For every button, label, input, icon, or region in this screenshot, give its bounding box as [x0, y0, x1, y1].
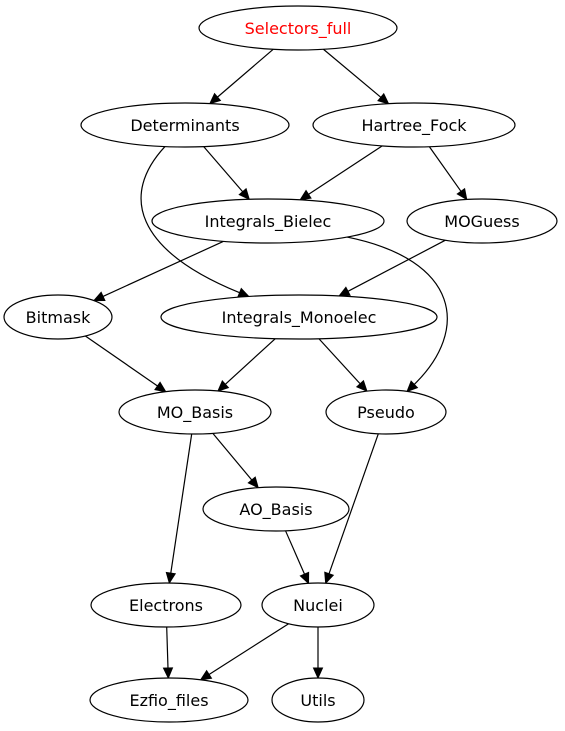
- node-moguess: MOGuess: [406, 198, 558, 244]
- edge-ao-basis-to-nuclei: [284, 530, 310, 585]
- node-shape: [90, 582, 242, 628]
- edge-nuclei-to-ezfio-files: [199, 623, 289, 681]
- node-utils: Utils: [271, 677, 365, 723]
- arrowhead: [208, 92, 222, 105]
- node-shape: [3, 294, 113, 340]
- node-determinants: Determinants: [80, 102, 290, 148]
- edge-hartree-fock-to-moguess: [428, 146, 468, 201]
- arrowhead: [324, 571, 335, 585]
- node-label: Integrals_Bielec: [205, 212, 332, 232]
- arrowhead: [237, 287, 250, 298]
- arrowhead: [217, 380, 230, 392]
- edge-electrons-to-ezfio-files: [162, 626, 174, 680]
- arrowhead: [247, 476, 259, 489]
- edge-selectors-full-to-determinants: [208, 48, 274, 105]
- node-pseudo: Pseudo: [325, 389, 447, 435]
- arrowhead: [312, 667, 324, 680]
- node-shape: [80, 102, 290, 148]
- arrowhead: [199, 669, 213, 681]
- node-label: Determinants: [130, 116, 239, 135]
- arrowhead: [238, 187, 251, 201]
- node-ezfio-files: Ezfio_files: [89, 677, 249, 723]
- edge-mo-basis-to-electrons: [165, 433, 193, 585]
- node-label: MO_Basis: [157, 403, 233, 423]
- node-shape: [198, 5, 398, 51]
- node-label: Hartree_Fock: [361, 116, 467, 136]
- node-integrals-bielec: Integrals_Bielec: [151, 198, 385, 244]
- node-label: Nuclei: [293, 596, 343, 615]
- edge-integrals-monoelec-to-pseudo: [318, 338, 368, 393]
- edge-pseudo-to-nuclei: [324, 433, 379, 585]
- edge-integrals-bielec-to-pseudo: [347, 236, 448, 393]
- edge-determinants-to-integrals-bielec: [203, 146, 251, 201]
- node-shape: [312, 102, 516, 148]
- edge-hartree-fock-to-integrals-bielec: [299, 145, 383, 201]
- edge-moguess-to-integrals-monoelec: [338, 239, 446, 297]
- node-ao-basis: AO_Basis: [202, 486, 350, 532]
- node-shape: [271, 677, 365, 723]
- edge-determinants-to-integrals-monoelec: [140, 146, 250, 298]
- arrowhead: [165, 571, 177, 585]
- edge-nuclei-to-utils: [312, 627, 324, 680]
- node-electrons: Electrons: [90, 582, 242, 628]
- node-label: Pseudo: [357, 403, 415, 422]
- node-shape: [118, 389, 272, 435]
- arrowhead: [299, 189, 312, 201]
- node-label: Utils: [300, 691, 335, 710]
- arrowhead: [338, 286, 351, 297]
- arrowhead: [154, 381, 167, 393]
- node-selectors-full: Selectors_full: [198, 5, 398, 51]
- node-mo-basis: MO_Basis: [118, 389, 272, 435]
- node-bitmask: Bitmask: [3, 294, 113, 340]
- arrowhead: [162, 667, 174, 680]
- node-label: Bitmask: [26, 308, 91, 327]
- edge-selectors-full-to-hartree-fock: [323, 48, 390, 105]
- arrowhead: [456, 187, 468, 201]
- node-label: Integrals_Monoelec: [222, 308, 377, 328]
- node-shape: [89, 677, 249, 723]
- node-shape: [151, 198, 385, 244]
- node-shape: [325, 389, 447, 435]
- node-label: MOGuess: [444, 212, 519, 231]
- edge-mo-basis-to-ao-basis: [212, 432, 259, 489]
- edge-integrals-bielec-to-bitmask: [92, 240, 224, 302]
- node-integrals-monoelec: Integrals_Monoelec: [160, 294, 438, 340]
- edges-layer: [85, 48, 468, 681]
- node-shape: [406, 198, 558, 244]
- arrowhead: [377, 92, 390, 105]
- node-hartree-fock: Hartree_Fock: [312, 102, 516, 148]
- node-shape: [160, 294, 438, 340]
- node-label: Selectors_full: [245, 19, 352, 39]
- arrowhead: [299, 571, 310, 585]
- node-nuclei: Nuclei: [261, 582, 375, 628]
- node-label: AO_Basis: [239, 500, 312, 520]
- arrowhead: [92, 291, 106, 302]
- edge-integrals-monoelec-to-mo-basis: [217, 338, 276, 392]
- node-label: Electrons: [129, 596, 203, 615]
- arrowhead: [406, 380, 419, 393]
- edge-bitmask-to-mo-basis: [85, 335, 167, 393]
- node-shape: [261, 582, 375, 628]
- node-shape: [202, 486, 350, 532]
- arrowhead: [355, 379, 368, 393]
- node-label: Ezfio_files: [129, 691, 208, 711]
